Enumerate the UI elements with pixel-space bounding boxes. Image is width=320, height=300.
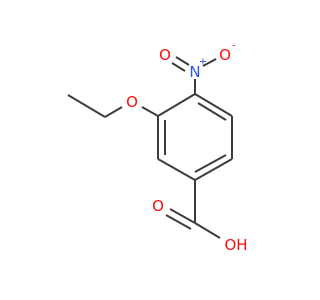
bond-c1-c2-inner (197, 102, 227, 121)
ether-o-label: O (126, 93, 138, 111)
bond-carbonyl-b (165, 214, 192, 230)
molecule-svg: N + O O - O O OH (67, 41, 248, 254)
bond-c3-c4 (194, 158, 233, 181)
nitro-o1-label: O (159, 46, 171, 64)
bond-c1-c2 (194, 93, 233, 117)
nitro-o2-label: O (219, 46, 231, 64)
bond-c4-c5 (157, 158, 196, 181)
bond-ring-ether-o (141, 106, 159, 117)
nitro-n-label: N (189, 63, 200, 81)
hydroxyl-label: OH (224, 236, 247, 254)
bond-c6-c1 (157, 93, 196, 117)
bond-nitro-n-o2 (202, 58, 217, 67)
bond-c3-c4-inner (194, 154, 227, 173)
carbonyl-o-label: O (152, 197, 164, 215)
nitro-o2-charge: - (232, 41, 236, 52)
bond-nitro-n-o1-a (175, 56, 190, 66)
molecule-diagram: N + O O - O O OH (67, 41, 248, 254)
bond-ch2-ch3 (67, 94, 106, 118)
bond-nitro-n-o1-b (171, 62, 186, 72)
bond-carbonyl-a (169, 208, 196, 224)
nitro-n-charge: + (199, 57, 207, 68)
bond-c-hydroxyl (194, 222, 221, 239)
benzene-ring (157, 93, 233, 181)
bond-ether-o-ch2 (104, 106, 123, 118)
